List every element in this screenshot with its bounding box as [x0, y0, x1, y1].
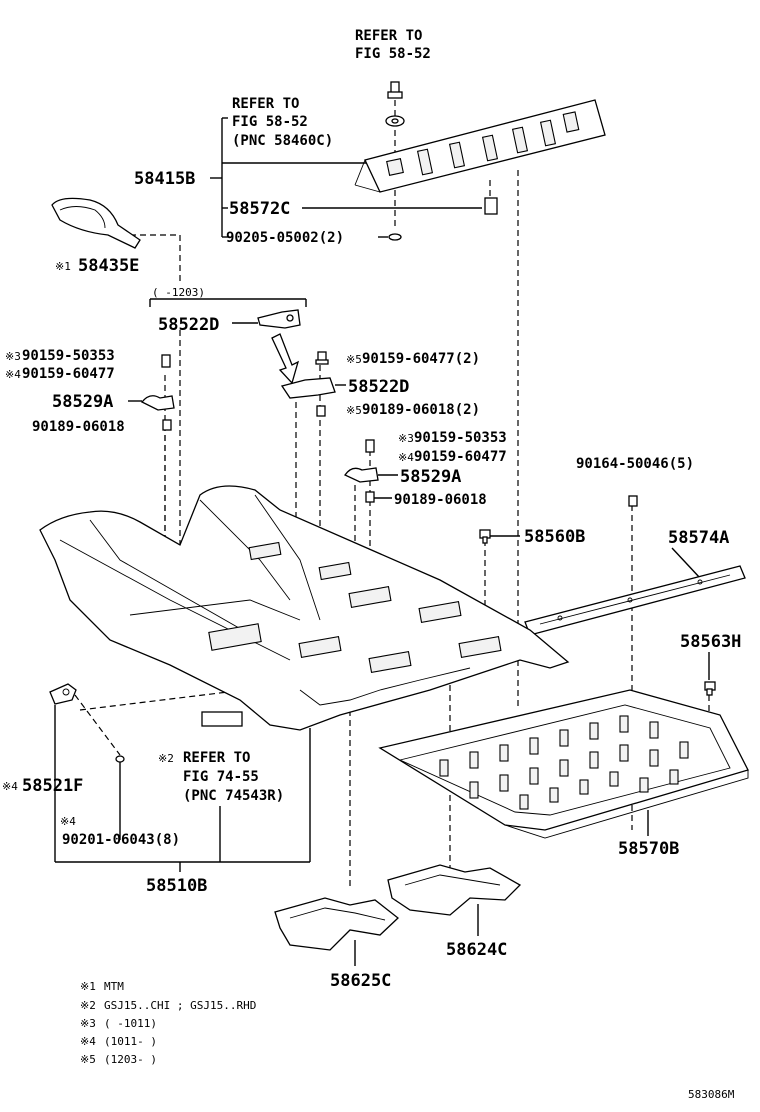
- label-58572C: 58572C: [229, 199, 290, 219]
- mark-3-left: ※3: [5, 350, 21, 363]
- label-58560B: 58560B: [524, 527, 585, 547]
- mark-5-upper: ※5: [346, 353, 362, 366]
- note-1-text: MTM: [104, 980, 124, 993]
- label-58570B: 58570B: [618, 839, 679, 859]
- labels: REFER TO FIG 58-52 REFER TO FIG 58-52 (P…: [2, 28, 741, 1101]
- mark-4-58521F: ※4: [2, 780, 18, 793]
- label-58574A: 58574A: [668, 528, 729, 548]
- note-2-mark: ※2: [80, 999, 96, 1012]
- tray-58570B: [378, 689, 749, 839]
- label-58625C: 58625C: [330, 971, 391, 991]
- tray-slots: [439, 715, 689, 810]
- leader-lines: [54, 117, 710, 966]
- label-58522D-upper: 58522D: [158, 315, 219, 335]
- note-3-mark: ※3: [80, 1017, 96, 1030]
- label-58521F: 58521F: [22, 776, 83, 796]
- range-1203: ( -1203): [152, 286, 205, 299]
- label-58563H: 58563H: [680, 632, 741, 652]
- refer-top-line2: FIG 58-52: [355, 46, 431, 62]
- top-clip-part: [385, 81, 498, 241]
- note-5-text: (1203- ): [104, 1053, 157, 1066]
- refer-top-line1: REFER TO: [355, 28, 422, 44]
- part-58522D-upper: [257, 309, 301, 385]
- label-90159-60477-2: 90159-60477(2): [362, 351, 480, 367]
- label-90205-05002: 90205-05002(2): [226, 230, 344, 246]
- refer-mid-line2: FIG 58-52: [232, 114, 308, 130]
- label-90189-06018-right: 90189-06018: [394, 492, 487, 508]
- part-58529A-left: [140, 354, 175, 431]
- floor-carpet-58510B: [39, 485, 570, 731]
- refer-low-line1: REFER TO: [183, 750, 250, 766]
- refer-mid-line3: (PNC 58460C): [232, 133, 333, 149]
- rail-58574A: [524, 565, 746, 636]
- note-1-mark: ※1: [80, 980, 96, 993]
- refer-low-line3: (PNC 74543R): [183, 788, 284, 804]
- note-3-text: ( -1011): [104, 1017, 157, 1030]
- label-58522D-lower: 58522D: [348, 377, 409, 397]
- footnotes: ※1 MTM ※2 GSJ15..CHI ; GSJ15..RHD ※3 ( -…: [80, 980, 256, 1066]
- label-90159-50353-right: 90159-50353: [414, 430, 507, 446]
- label-90189-06018-2: 90189-06018(2): [362, 402, 480, 418]
- label-58529A-right: 58529A: [400, 467, 461, 487]
- mark-3-right: ※3: [398, 432, 414, 445]
- scuff-plate-58415B: [354, 99, 606, 193]
- note-2-text: GSJ15..CHI ; GSJ15..RHD: [104, 999, 256, 1012]
- label-58415B: 58415B: [134, 169, 195, 189]
- label-90189-06018-left: 90189-06018: [32, 419, 125, 435]
- mark-5-lower: ※5: [346, 404, 362, 417]
- mark-2: ※2: [158, 752, 174, 765]
- part-58624C: [387, 864, 522, 916]
- label-58435E: 58435E: [78, 256, 139, 276]
- small-clips: [479, 495, 716, 696]
- part-58529A-right: [344, 439, 379, 503]
- label-90164-50046: 90164-50046(5): [576, 456, 694, 472]
- mark-4-90201: ※4: [60, 815, 76, 828]
- label-58624C: 58624C: [446, 940, 507, 960]
- mark-4-right: ※4: [398, 451, 414, 464]
- mark-1: ※1: [55, 260, 71, 273]
- figure-id: 583086M: [688, 1088, 735, 1101]
- part-58625C: [274, 897, 399, 951]
- label-90159-60477-left: 90159-60477: [22, 366, 115, 382]
- mark-4-left: ※4: [5, 368, 21, 381]
- label-90159-50353-left: 90159-50353: [22, 348, 115, 364]
- label-90201-06043: 90201-06043(8): [62, 832, 180, 848]
- note-4-text: (1011- ): [104, 1035, 157, 1048]
- note-4-mark: ※4: [80, 1035, 96, 1048]
- label-58529A-left: 58529A: [52, 392, 113, 412]
- note-5-mark: ※5: [80, 1053, 96, 1066]
- refer-mid-line1: REFER TO: [232, 96, 299, 112]
- part-58435E: [51, 197, 141, 249]
- label-90159-60477-right: 90159-60477: [414, 449, 507, 465]
- part-58522D-lower: [280, 351, 336, 417]
- refer-low-line2: FIG 74-55: [183, 769, 259, 785]
- part-58521F: [49, 683, 125, 763]
- label-58510B: 58510B: [146, 876, 207, 896]
